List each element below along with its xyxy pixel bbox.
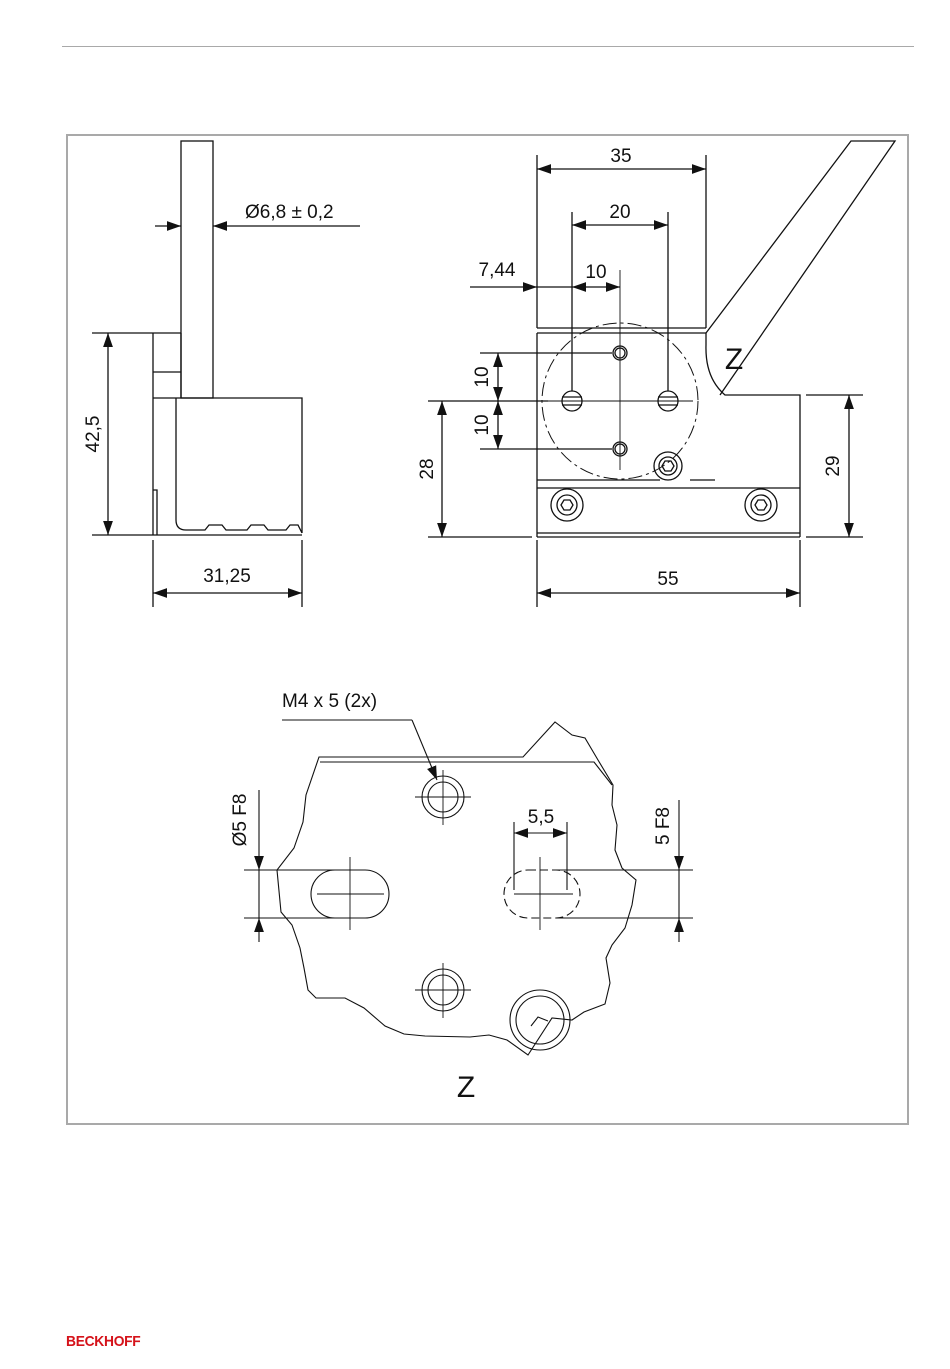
detail-slot-length: 5,5 <box>528 807 554 828</box>
drawing-frame <box>67 135 908 1124</box>
front-dim-55: 55 <box>657 569 678 590</box>
front-view <box>428 141 895 607</box>
detail-bore-diameter: Ø5 F8 <box>230 794 251 847</box>
front-dim-20: 20 <box>609 202 630 223</box>
front-dim-29: 29 <box>823 455 844 476</box>
side-height-label: 42,5 <box>83 416 104 453</box>
front-dim-28: 28 <box>417 458 438 479</box>
front-dim-35: 35 <box>610 146 631 167</box>
front-detail-marker: Z <box>725 343 743 376</box>
front-dim-744: 7,44 <box>479 260 516 281</box>
side-diameter-label: Ø6,8 ± 0,2 <box>245 202 334 223</box>
detail-title: Z <box>457 1071 475 1104</box>
detail-z-view <box>244 720 693 1055</box>
front-dim-10-h: 10 <box>585 262 606 283</box>
front-dim-10-v-upper: 10 <box>472 366 493 387</box>
detail-thread-note: M4 x 5 (2x) <box>282 691 377 712</box>
front-dim-10-v-lower: 10 <box>472 414 493 435</box>
side-width-label: 31,25 <box>203 566 251 587</box>
detail-slot-width: 5 F8 <box>653 807 674 845</box>
beckhoff-logo: BECKHOFF <box>66 1333 140 1350</box>
